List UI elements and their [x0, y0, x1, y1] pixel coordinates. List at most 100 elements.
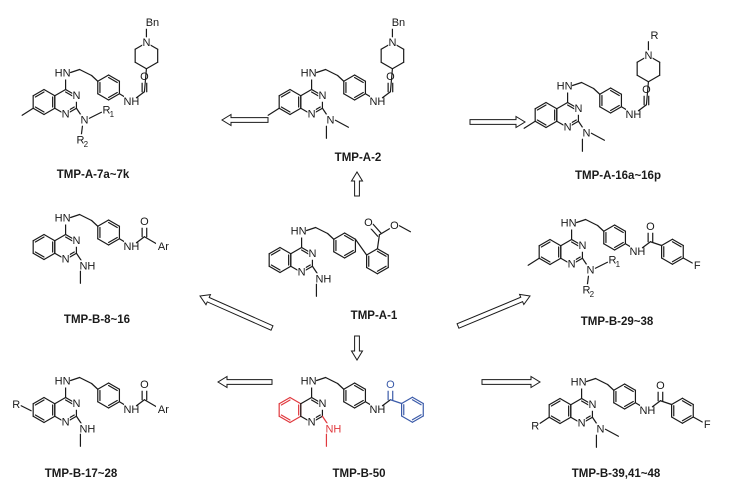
bond: [135, 236, 146, 244]
bond: [343, 93, 356, 101]
bond: [43, 107, 56, 116]
bond: [333, 232, 346, 240]
bond: [289, 107, 302, 116]
bond: [401, 415, 414, 423]
bond: [550, 400, 561, 407]
carbonyl-oxygen: O: [386, 379, 395, 391]
carbonyl-oxygen: O: [140, 379, 149, 391]
bond: [681, 397, 694, 406]
atom-mask: [102, 104, 111, 117]
bond: [380, 61, 394, 70]
bond: [411, 414, 422, 421]
bond: [681, 415, 692, 422]
atom-mask: [124, 403, 139, 416]
atom-mask: [693, 260, 702, 272]
atom-subscript: 1: [616, 260, 621, 269]
bond: [613, 241, 624, 249]
bond: [107, 221, 118, 229]
bond: [660, 257, 674, 265]
bond: [559, 416, 572, 425]
atom-mask: [124, 95, 139, 108]
hn-label: HN: [561, 218, 577, 230]
bond: [647, 74, 661, 83]
atom-mask: [318, 89, 327, 102]
atom-mask: [156, 240, 171, 253]
atom-mask: [72, 397, 81, 410]
bond: [80, 125, 84, 135]
bond: [344, 251, 357, 259]
compound-label-b29: TMP-B-29~38: [581, 316, 654, 328]
bond: [594, 377, 609, 386]
bond: [539, 416, 550, 424]
atom-mask: [297, 266, 306, 279]
compound-label-b8: TMP-B-8~16: [64, 314, 130, 326]
amide-nh-label: NH: [369, 96, 385, 108]
bond: [300, 396, 313, 405]
bond: [34, 106, 45, 113]
bond: [69, 213, 81, 219]
carbonyl-oxygen: O: [656, 380, 665, 392]
atom-mask: [388, 36, 397, 49]
ring-nitrogen: N: [62, 109, 70, 121]
bond: [398, 225, 412, 233]
bond: [143, 68, 148, 93]
bond: [354, 76, 364, 84]
bond: [354, 93, 367, 101]
bond: [334, 119, 350, 128]
atom-mask: [80, 260, 95, 273]
carbonyl-oxygen: O: [642, 84, 651, 96]
atom-mask: [703, 419, 712, 431]
bond: [548, 397, 561, 406]
bond: [571, 81, 583, 87]
bond: [376, 265, 387, 272]
amide-nh-label: NH: [629, 246, 645, 258]
bond: [411, 399, 422, 406]
bond: [34, 414, 45, 421]
bond: [97, 238, 110, 246]
bond: [289, 415, 302, 424]
bond: [596, 224, 605, 232]
arrow-a2-to-a16: [469, 115, 526, 129]
atom-mask: [140, 378, 149, 391]
bond: [32, 233, 45, 242]
compound-label-b50: TMP-B-50: [332, 468, 385, 480]
atom-mask: [386, 70, 395, 83]
bond: [337, 74, 345, 82]
atom-mask: [557, 80, 572, 93]
bond: [376, 250, 387, 257]
bond: [623, 385, 634, 393]
compound-label-a1: TMP-A-1: [351, 310, 398, 322]
bond: [538, 257, 551, 266]
bond: [682, 257, 693, 264]
bond: [343, 74, 356, 82]
bond: [20, 405, 32, 412]
atom-mask: [307, 108, 316, 121]
bond: [107, 384, 118, 392]
bond: [354, 401, 367, 409]
ring-nitrogen: N: [588, 399, 596, 411]
bond: [107, 74, 121, 82]
ring-nitrogen: N: [308, 248, 316, 260]
bond: [344, 232, 357, 240]
atom-mask: [80, 114, 89, 127]
bond: [534, 120, 547, 129]
bond: [278, 107, 291, 116]
bond: [327, 232, 335, 240]
ring-nitrogen: N: [308, 109, 316, 121]
bond: [278, 415, 291, 424]
compound-label-a7: TMP-A-7a~7k: [57, 169, 130, 181]
bond: [372, 223, 382, 234]
hn-label: HN: [571, 377, 587, 389]
atom-mask: [61, 108, 70, 121]
bond: [354, 399, 364, 407]
r2-label: R: [582, 284, 590, 296]
atom-mask: [530, 420, 540, 433]
atom-mask: [140, 215, 149, 228]
atom-mask: [656, 379, 665, 392]
bond: [523, 120, 536, 129]
atom-mask: [574, 102, 583, 115]
piperidine-nitrogen: N: [388, 37, 396, 49]
atom-mask: [390, 219, 399, 232]
atom-mask: [11, 398, 21, 411]
bond: [545, 120, 558, 129]
